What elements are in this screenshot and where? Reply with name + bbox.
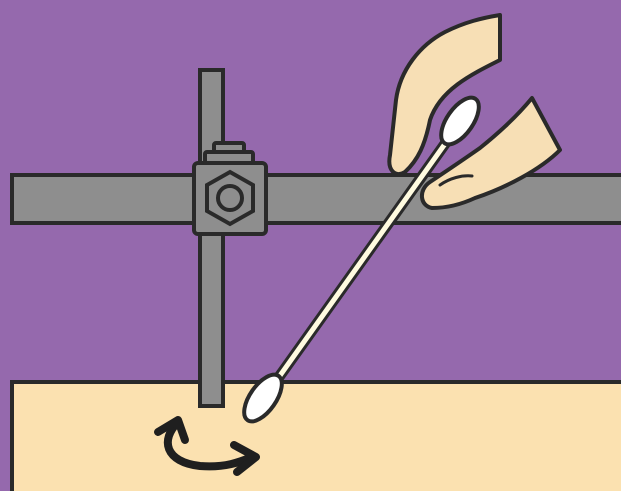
hand-finger bbox=[420, 96, 562, 210]
hand-palm bbox=[387, 13, 502, 176]
rotate-arrow-path bbox=[163, 418, 256, 471]
skin-surface bbox=[10, 380, 621, 491]
swab-stick bbox=[261, 117, 465, 401]
cross-clamp-icon bbox=[192, 141, 268, 236]
hand-icon bbox=[387, 13, 502, 176]
rotate-arrow-head-top bbox=[154, 416, 189, 444]
rotate-arrow-icon bbox=[154, 416, 260, 476]
thumb-line bbox=[438, 174, 474, 187]
rotate-arrow-head-bottom bbox=[230, 441, 260, 476]
horizontal-bar bbox=[10, 173, 621, 225]
nut-bolt bbox=[216, 184, 244, 212]
swab-bottom-tip bbox=[242, 372, 284, 424]
cotton-swab-icon bbox=[242, 95, 481, 424]
vertical-rod bbox=[198, 68, 225, 408]
swab-top-tip bbox=[439, 95, 481, 147]
